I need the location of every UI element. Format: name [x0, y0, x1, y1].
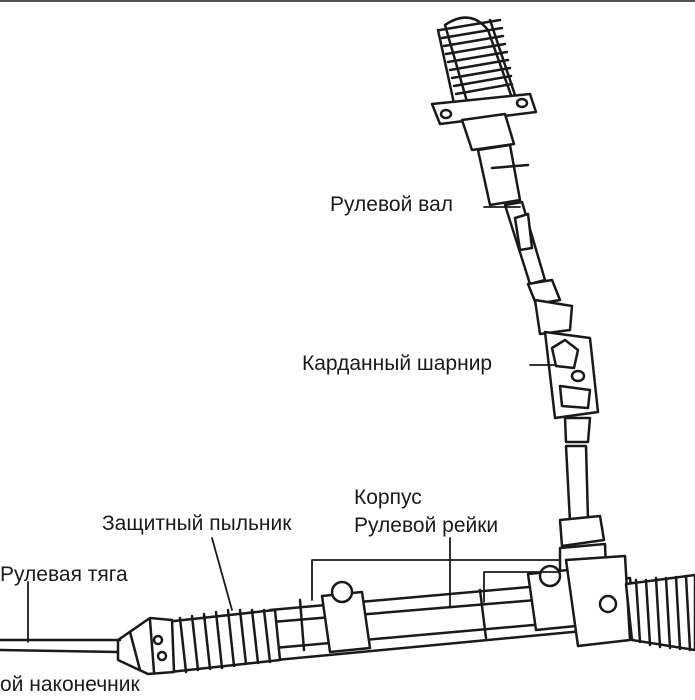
label-steering-shaft: Рулевой вал	[330, 193, 453, 216]
tie-rod-end	[116, 616, 176, 676]
label-protective-boot: Защитный пыльник	[102, 512, 292, 535]
cardan-joint	[533, 298, 600, 444]
lower-shaft	[558, 444, 608, 576]
label-cardan-joint: Карданный шарнир	[302, 352, 493, 375]
label-rack-housing-line2: Рулевой рейки	[354, 514, 499, 537]
label-tie-rod: Рулевая тяга	[0, 563, 128, 586]
left-boot	[163, 608, 282, 674]
leader-lines	[27, 206, 561, 643]
steering-shaft	[476, 143, 562, 306]
tie-rod	[0, 638, 122, 654]
label-rack-housing-line1: Корпус	[354, 486, 422, 509]
top-border	[0, 0, 695, 2]
right-boot	[624, 573, 695, 652]
label-rack-housing: Корпус Рулевой рейки	[354, 486, 498, 538]
label-tie-rod-end: ой наконечник	[0, 673, 140, 696]
column-boot	[436, 16, 517, 114]
rack-housing	[268, 554, 638, 662]
column-flange	[430, 92, 538, 152]
